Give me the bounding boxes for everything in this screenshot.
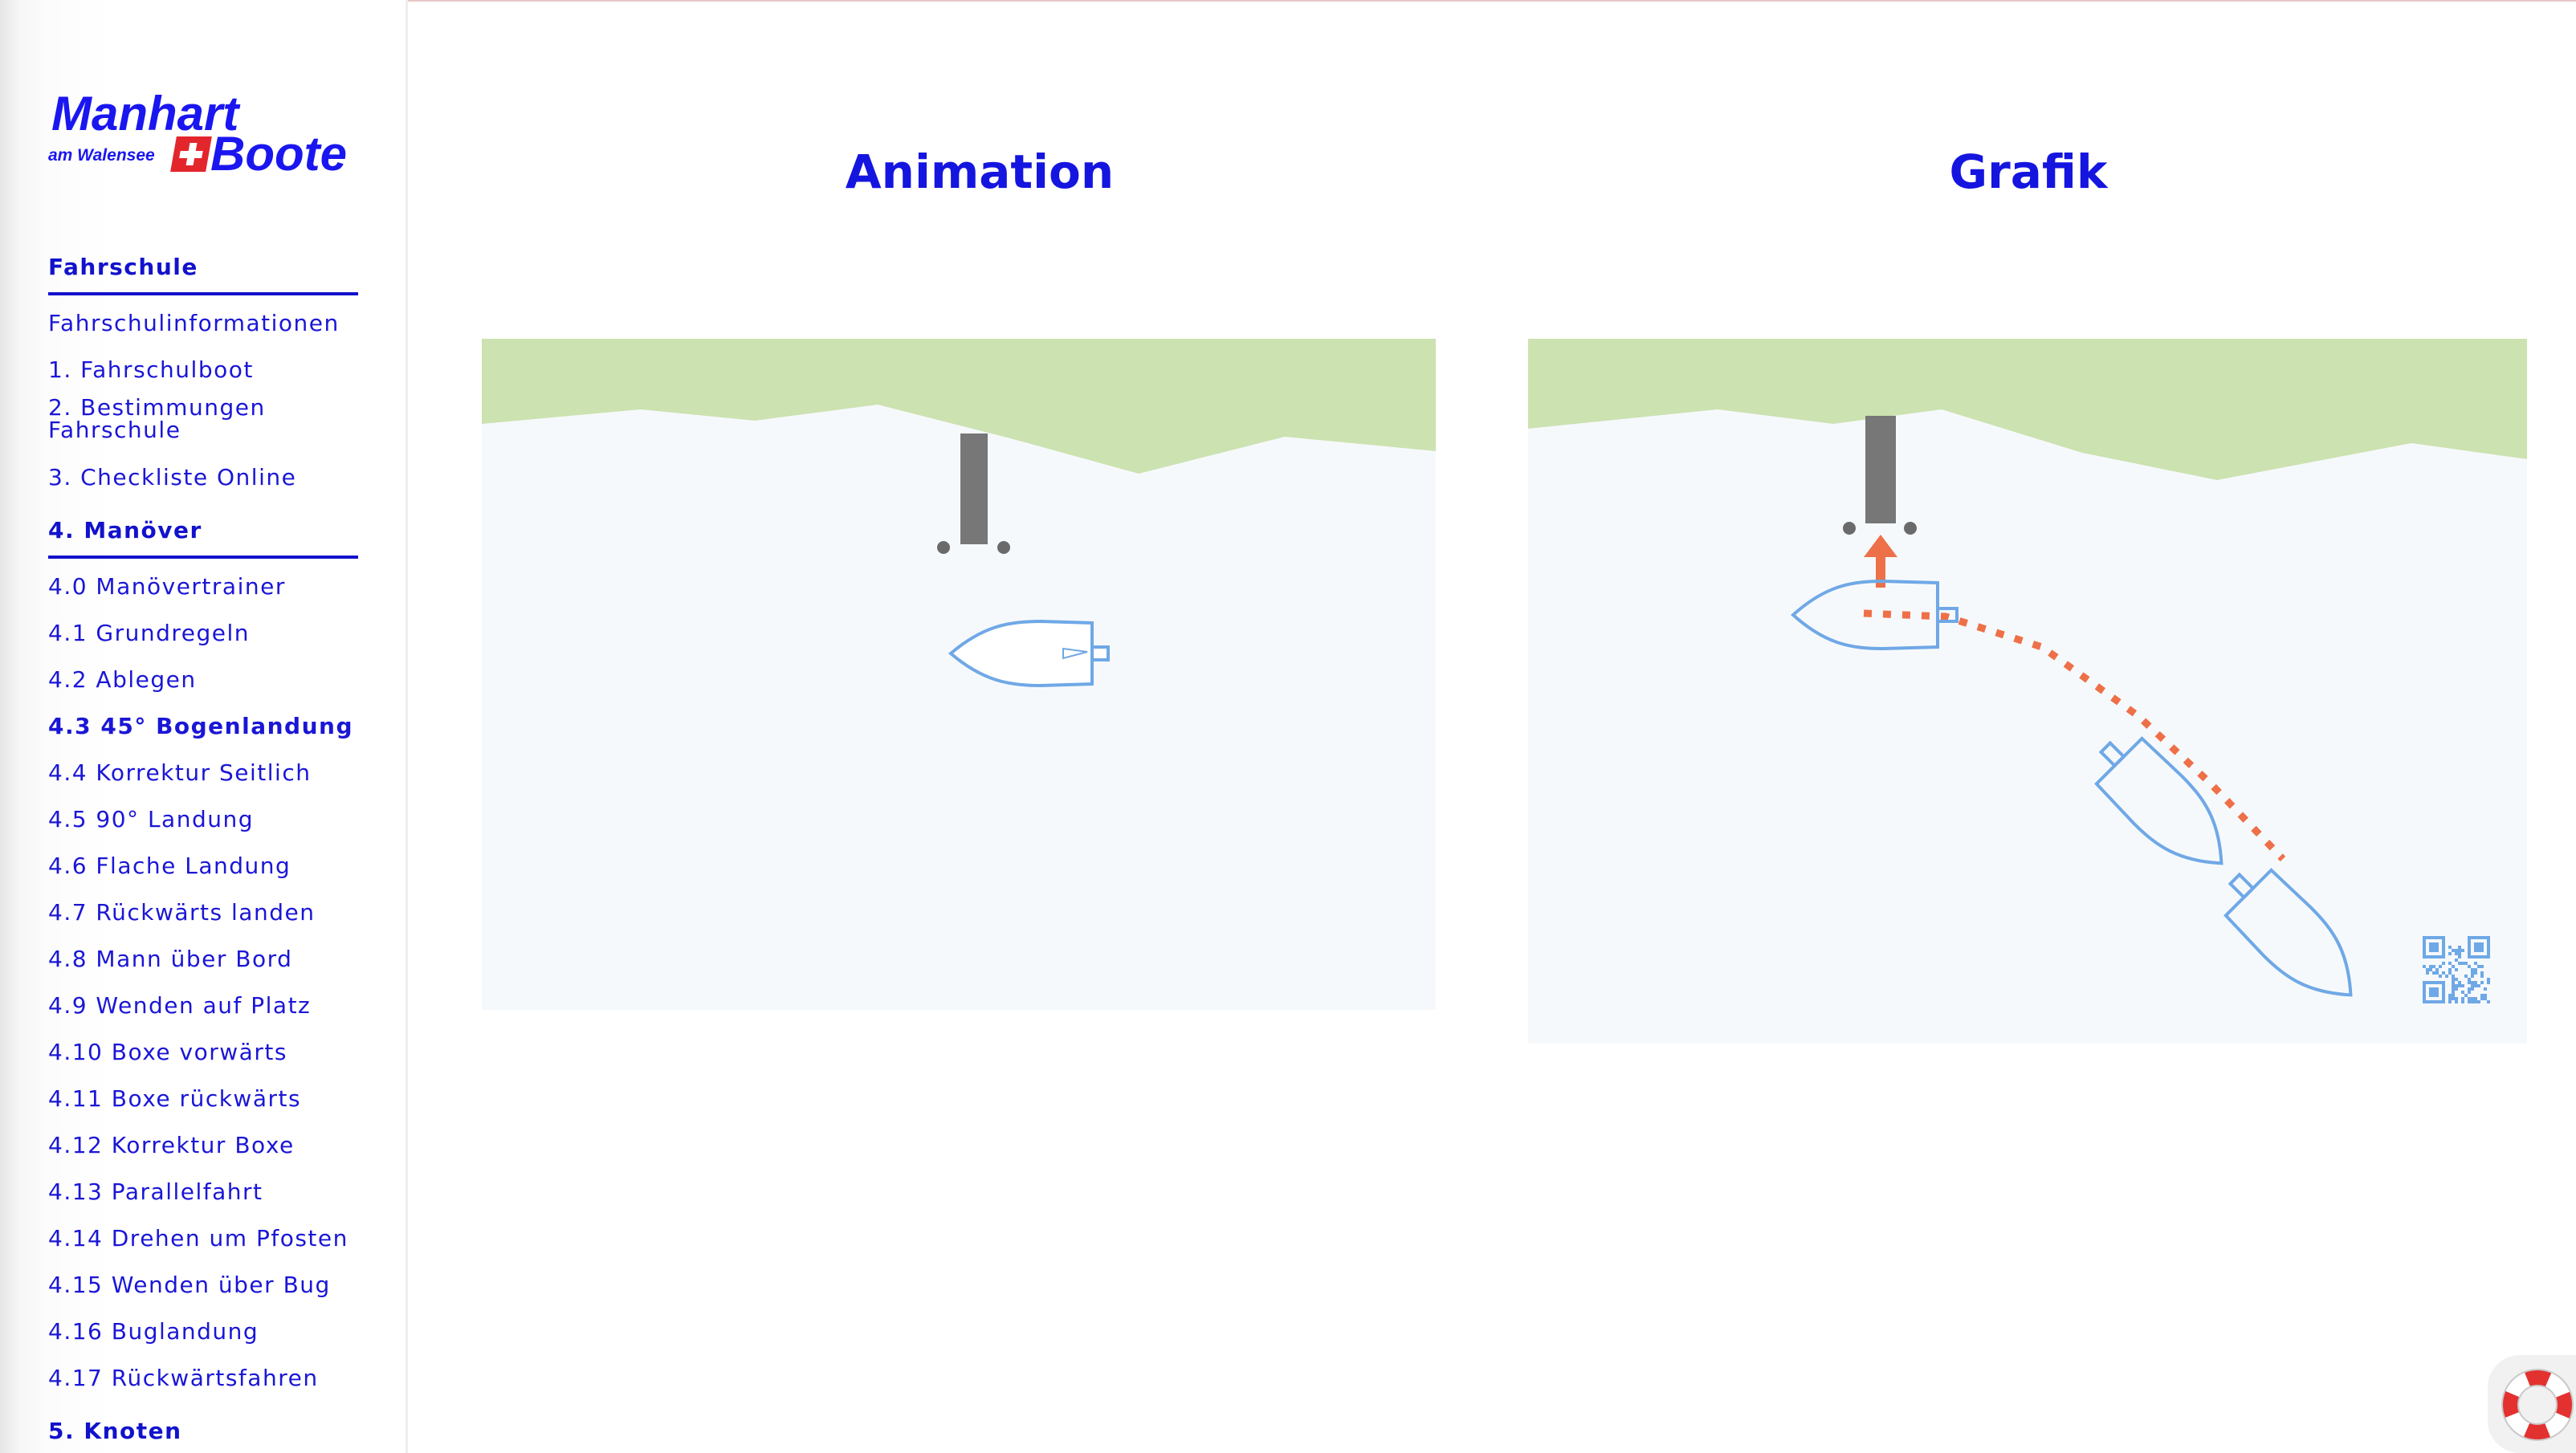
- sidebar-item-12[interactable]: 4.6 Flache Landung: [48, 853, 291, 879]
- boat-mid: [2094, 736, 2223, 865]
- sidebar-item-16[interactable]: 4.10 Boxe vorwärts: [48, 1039, 287, 1065]
- sidebar-item-3[interactable]: 2. Bestimmungen Fahrschule: [48, 394, 266, 443]
- sidebar-item-8[interactable]: 4.2 Ablegen: [48, 666, 197, 693]
- sidebar-item-2[interactable]: 1. Fahrschulboot: [48, 356, 254, 383]
- boat: [948, 619, 1110, 688]
- logo-text-walensee: am Walensee: [48, 146, 155, 165]
- lifebuoy-icon: [2501, 1369, 2574, 1441]
- sidebar-item-20[interactable]: 4.14 Drehen um Pfosten: [48, 1225, 348, 1252]
- sidebar-item-11[interactable]: 4.5 90° Landung: [48, 806, 255, 832]
- help-button[interactable]: [2488, 1355, 2576, 1453]
- section-divider: [48, 556, 358, 559]
- sidebar-section-0[interactable]: Fahrschule: [48, 254, 198, 280]
- logo-text-manhart: Manhart: [51, 87, 239, 140]
- sidebar-section-5[interactable]: 4. Manöver: [48, 517, 202, 543]
- animation-scene: [482, 339, 1436, 1010]
- swiss-cross-icon: [170, 136, 212, 172]
- pier: [1865, 416, 1896, 523]
- graphic-panel: [1528, 339, 2527, 1044]
- bollard-left: [1843, 522, 1856, 535]
- sidebar-item-9[interactable]: 4.3 45° Bogenlandung: [48, 713, 353, 739]
- sidebar-item-7[interactable]: 4.1 Grundregeln: [48, 620, 251, 646]
- sidebar-section-24[interactable]: 5. Knoten: [48, 1418, 182, 1444]
- graphic-title: Grafik: [1949, 144, 2108, 199]
- boat-final: [1791, 579, 1958, 651]
- sidebar-item-15[interactable]: 4.9 Wenden auf Platz: [48, 992, 312, 1019]
- section-divider: [48, 292, 358, 295]
- shore: [482, 339, 1436, 474]
- bollard-left: [937, 541, 950, 554]
- sidebar-item-4[interactable]: 3. Checkliste Online: [48, 464, 297, 490]
- sidebar-item-13[interactable]: 4.7 Rückwärts landen: [48, 899, 316, 926]
- bollard-right: [997, 541, 1010, 554]
- water: [482, 339, 1436, 1010]
- sidebar-item-21[interactable]: 4.15 Wenden über Bug: [48, 1272, 331, 1298]
- logo[interactable]: Manhart am Walensee Boote: [47, 90, 368, 186]
- sidebar-item-10[interactable]: 4.4 Korrektur Seitlich: [48, 759, 312, 786]
- sidebar-item-17[interactable]: 4.11 Boxe rückwärts: [48, 1085, 302, 1112]
- sidebar-item-19[interactable]: 4.13 Parallelfahrt: [48, 1178, 263, 1205]
- landing-arrow: [1864, 535, 1897, 588]
- bollard-right: [1904, 522, 1917, 535]
- qr-code-icon: [2423, 936, 2490, 1003]
- graphic-scene: [1528, 339, 2527, 1044]
- shore: [1528, 339, 2527, 480]
- sidebar-item-14[interactable]: 4.8 Mann über Bord: [48, 946, 293, 972]
- water: [1528, 339, 2527, 1044]
- top-border: [0, 0, 2576, 2]
- sidebar-item-6[interactable]: 4.0 Manövertrainer: [48, 573, 286, 600]
- sidebar-item-23[interactable]: 4.17 Rückwärtsfahren: [48, 1365, 319, 1391]
- sidebar-item-1[interactable]: Fahrschulinformationen: [48, 310, 340, 336]
- boat-start: [2223, 868, 2353, 997]
- animation-title: Animation: [845, 144, 1115, 199]
- animation-panel: [482, 339, 1436, 1010]
- sidebar-item-22[interactable]: 4.16 Buglandung: [48, 1318, 259, 1345]
- sidebar-item-18[interactable]: 4.12 Korrektur Boxe: [48, 1132, 295, 1158]
- logo-text-boote: Boote: [210, 127, 347, 181]
- pier: [960, 433, 988, 544]
